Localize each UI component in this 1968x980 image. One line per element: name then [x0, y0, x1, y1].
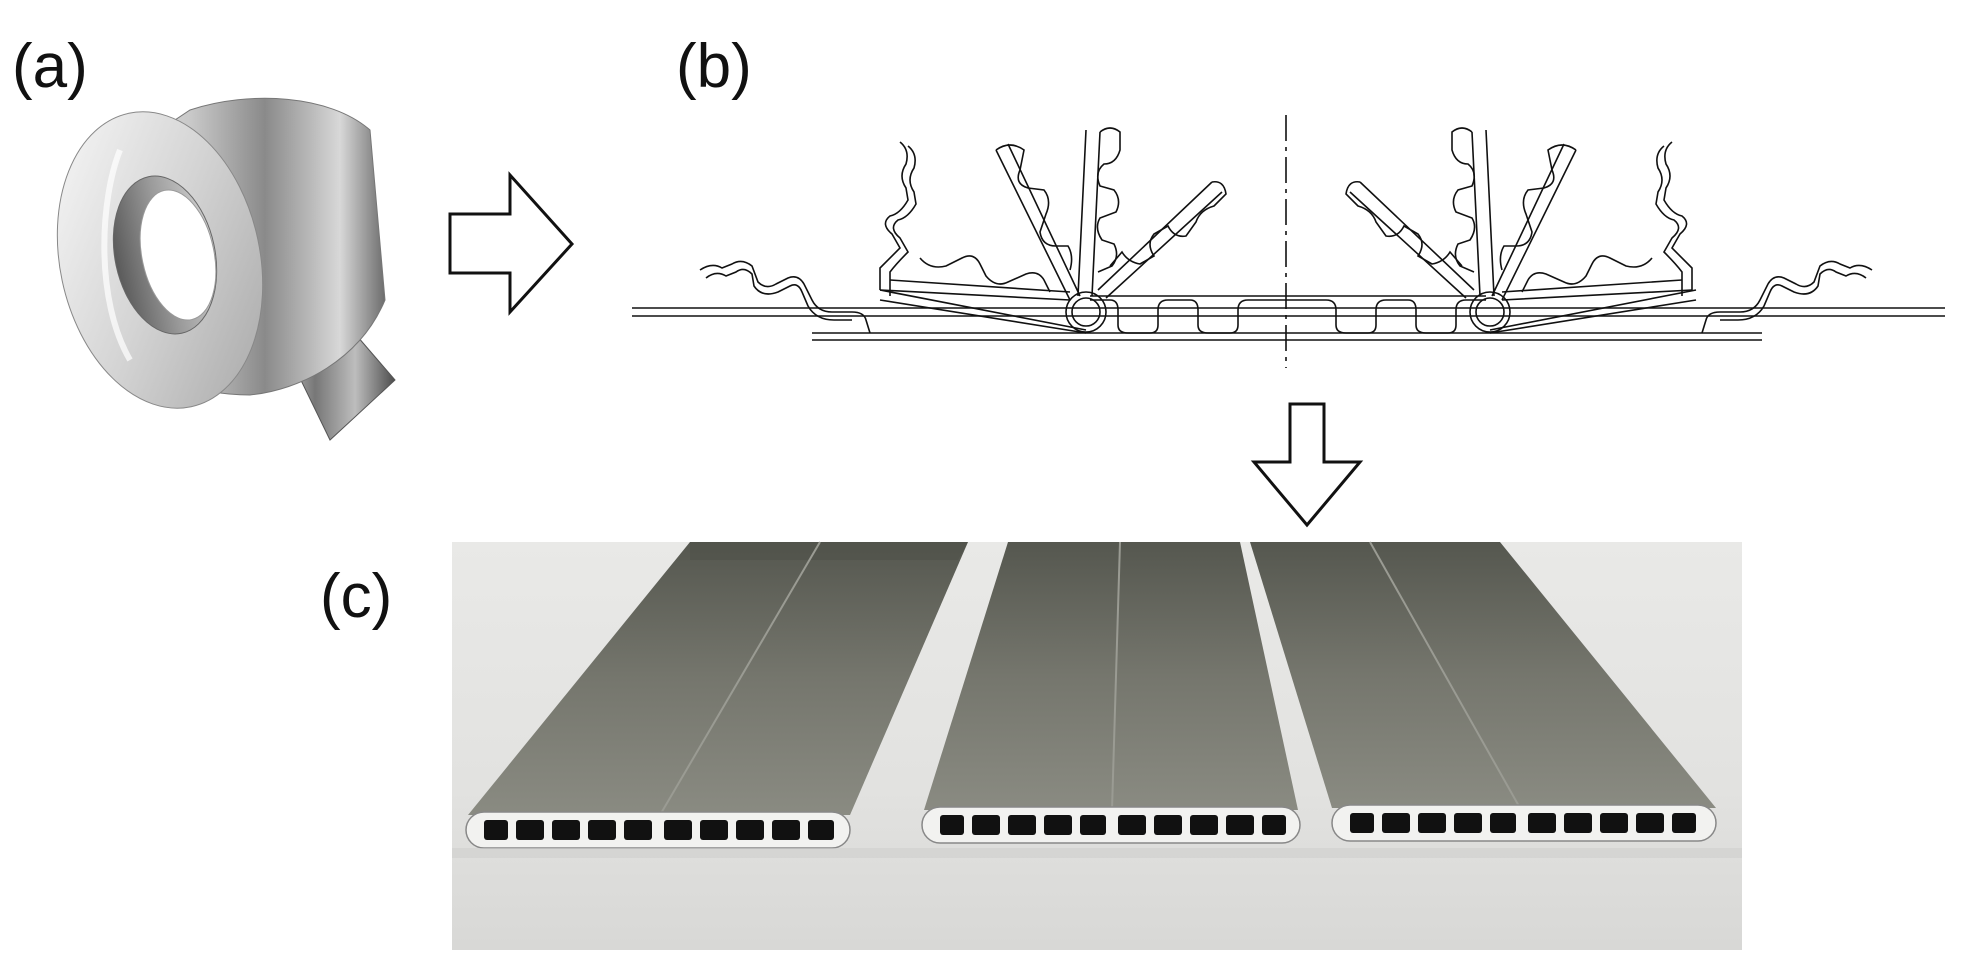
right-arrow-icon [448, 171, 575, 316]
aluminum-coil-image [56, 97, 396, 441]
flat-tubes-photo [452, 541, 1742, 950]
down-arrow-icon [1250, 402, 1364, 528]
panel-label-a: (a) [12, 32, 88, 101]
flower-pattern-drawing [632, 115, 1945, 368]
flat-tube-1 [465, 541, 968, 849]
flat-tube-3 [1250, 541, 1717, 842]
flat-tube-2 [921, 541, 1301, 844]
panel-label-b: (b) [676, 32, 752, 101]
panel-label-c: (c) [320, 562, 393, 631]
